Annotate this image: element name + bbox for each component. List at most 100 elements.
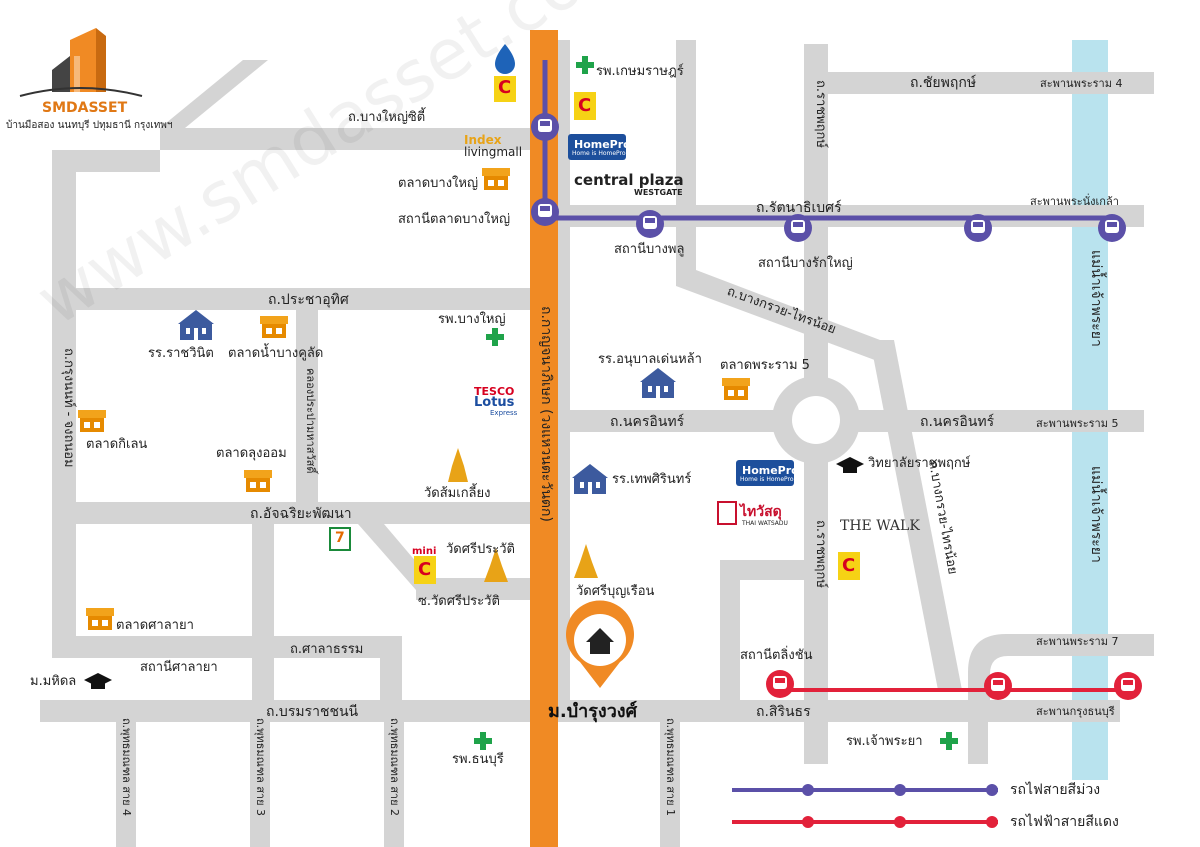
project-name: ม.บำรุงวงศ์ <box>548 701 638 722</box>
road-network <box>40 40 1154 847</box>
road-label-phutthamonthon-3: ถ.พุทธมณฑล สาย 3 <box>254 718 267 817</box>
place-talat-rama5: ตลาดพระราม 5 <box>720 358 810 373</box>
road-label-khlong-prapa: คลองประปามหาสวัสดิ์ <box>304 368 317 474</box>
ptt-icon <box>495 44 515 74</box>
road-atsadang <box>52 502 530 524</box>
road-phutthamonthon-3 <box>250 722 270 847</box>
road-label-chaiyaphruek: ถ.ชัยพฤกษ์ <box>910 75 977 91</box>
brand-name: SMDASSET <box>42 100 128 116</box>
river-label-bottom: แม่น้ำเจ้าพระยา <box>1088 466 1104 563</box>
mini-big-c-icon <box>414 556 436 584</box>
hospital-icons <box>474 56 958 750</box>
road-bang-yai-city <box>160 128 530 150</box>
school-icon <box>640 368 676 398</box>
place-wat-sri-prawat: วัดศรีประวัติ <box>446 542 515 557</box>
place-talat-bang-yai: ตลาดบางใหญ่ <box>398 176 479 191</box>
place-wat-som: วัดส้มเกลี้ยง <box>424 486 491 501</box>
temple-icon <box>448 448 468 482</box>
place-index-1: Index <box>464 133 502 147</box>
road-label-krung-nonthaburi: ถ.กรุงนนท์ - จงถนอม <box>61 348 76 468</box>
roundabout-center <box>792 396 840 444</box>
road-phutthamonthon-1 <box>660 722 680 847</box>
road-phutthamonthon-2 <box>384 722 404 847</box>
road-bangkruai-sainoi-upper <box>676 270 880 362</box>
road-label-phutthamonthon-4: ถ.พุทธมณฑล สาย 4 <box>120 718 133 817</box>
market-icon <box>260 316 288 338</box>
project-location-pin <box>566 600 635 688</box>
road-label-bang-yai-city: ถ.บางใหญ่ซิตี้ <box>348 110 426 125</box>
place-tesco-1: TESCO <box>474 385 515 398</box>
place-central-sub: WESTGATE <box>634 188 683 197</box>
place-chao-phraya-hosp: รพ.เจ้าพระยา <box>846 734 923 749</box>
road-label-ratchaphruek-top: ถ.ราชพฤกษ์ <box>813 80 828 148</box>
market-icon <box>482 168 510 190</box>
place-homepro-2: HomePro <box>742 464 799 477</box>
graduation-cap-icon <box>836 457 864 473</box>
temple-icons <box>448 448 598 582</box>
place-index-2: livingmall <box>464 145 523 159</box>
station-bang-rak-yai: สถานีบางรักใหญ่ <box>758 256 853 271</box>
legend-purple-label: รถไฟสายสีม่วง <box>1010 782 1101 798</box>
place-talat-sala-ya: ตลาดศาลายา <box>116 618 194 633</box>
place-homepro-1: HomePro <box>574 138 631 151</box>
road-diagonal-nw <box>160 60 268 128</box>
road-phutthamonthon-4 <box>116 722 136 847</box>
river-label-top: แม่น้ำเจ้าพระยา <box>1088 250 1104 347</box>
place-mini: mini <box>412 546 437 557</box>
big-c-label: C <box>498 77 512 98</box>
brand-logo <box>19 28 143 97</box>
road-label-boromratchachonnani: ถ.บรมราชชนนี <box>266 704 359 720</box>
graduation-cap-icon <box>84 673 112 689</box>
place-thonburi-hosp: รพ.ธนบุรี <box>452 752 504 767</box>
station-bang-phlu: สถานีบางพลู <box>614 242 685 257</box>
market-icon <box>722 378 750 400</box>
road-prachautit <box>52 288 530 310</box>
place-kasemrad: รพ.เกษมราษฎร์ <box>596 64 684 79</box>
road-label-phutthamonthon-1: ถ.พุทธมณฑล สาย 1 <box>664 718 677 817</box>
road-label-phutthamonthon-2: ถ.พุทธมณฑล สาย 2 <box>388 718 401 817</box>
road-phutthamonthon-3-upper <box>252 524 274 700</box>
seven-eleven-icon <box>329 527 351 551</box>
bridge-krungthon: สะพานกรุงธนบุรี <box>1036 705 1115 718</box>
brand-tagline: บ้านมือสอง นนทบุรี ปทุมธานี กรุงเทพฯ <box>6 120 173 131</box>
road-krung-nonthaburi <box>52 150 76 520</box>
temple-icon <box>574 544 598 578</box>
place-homepro-1-sub: Home is HomePro <box>572 150 626 157</box>
purple-stations <box>531 113 1126 242</box>
road-wat-sri-prawat <box>416 578 530 600</box>
bridge-nangklao: สะพานพระนั่งเกล้า <box>1030 195 1119 208</box>
road-label-sala-tham: ถ.ศาลาธรรม <box>290 642 364 657</box>
hospital-icon <box>486 328 504 346</box>
place-central: central plaza <box>574 171 684 189</box>
road-chaiyaphruek <box>828 72 1154 94</box>
big-c-label: C <box>842 555 856 576</box>
school-icons <box>178 310 676 494</box>
market-icon <box>78 410 106 432</box>
station-sala-ya: สถานีศาลายา <box>140 660 218 675</box>
place-tesco-2: Lotus <box>474 395 515 410</box>
place-bang-yai-hosp: รพ.บางใหญ่ <box>438 312 506 327</box>
place-the-walk: THE WALK <box>840 518 920 534</box>
bridge-rama5: สะพานพระราม 5 <box>1036 417 1119 430</box>
place-rachawinit: รร.ราชวินิต <box>148 346 214 361</box>
place-seven: 7 <box>335 530 345 546</box>
big-c-icon <box>574 92 596 120</box>
legend-red-label: รถไฟฟ้าสายสีแดง <box>1010 814 1119 830</box>
road-label-prachautit: ถ.ประชาอุทิศ <box>268 292 349 308</box>
road-label-sirindhorn: ถ.สิรินธร <box>756 704 811 720</box>
road-rama7 <box>968 634 1154 700</box>
market-icon <box>86 608 114 630</box>
road-khlong-prapa <box>296 310 318 502</box>
place-talat-lung-om: ตลาดลุงออม <box>216 446 287 461</box>
place-talat-nam: ตลาดน้ำบางคูลัด <box>228 346 324 361</box>
school-icon <box>178 310 214 340</box>
big-c-label: C <box>578 95 592 116</box>
place-mahidol: ม.มหิดล <box>30 674 77 689</box>
place-homepro-2-sub: Home is HomePro <box>740 476 794 483</box>
big-c-icons <box>414 76 860 584</box>
road-label-rattanathibet: ถ.รัตนาธิเบศร์ <box>756 200 842 216</box>
road-sala-tham <box>52 636 402 658</box>
place-thepsirin: รร.เทพศิรินทร์ <box>612 472 692 487</box>
road-label-wat-sri-prawat: ซ.วัดศรีประวัติ <box>418 594 500 609</box>
